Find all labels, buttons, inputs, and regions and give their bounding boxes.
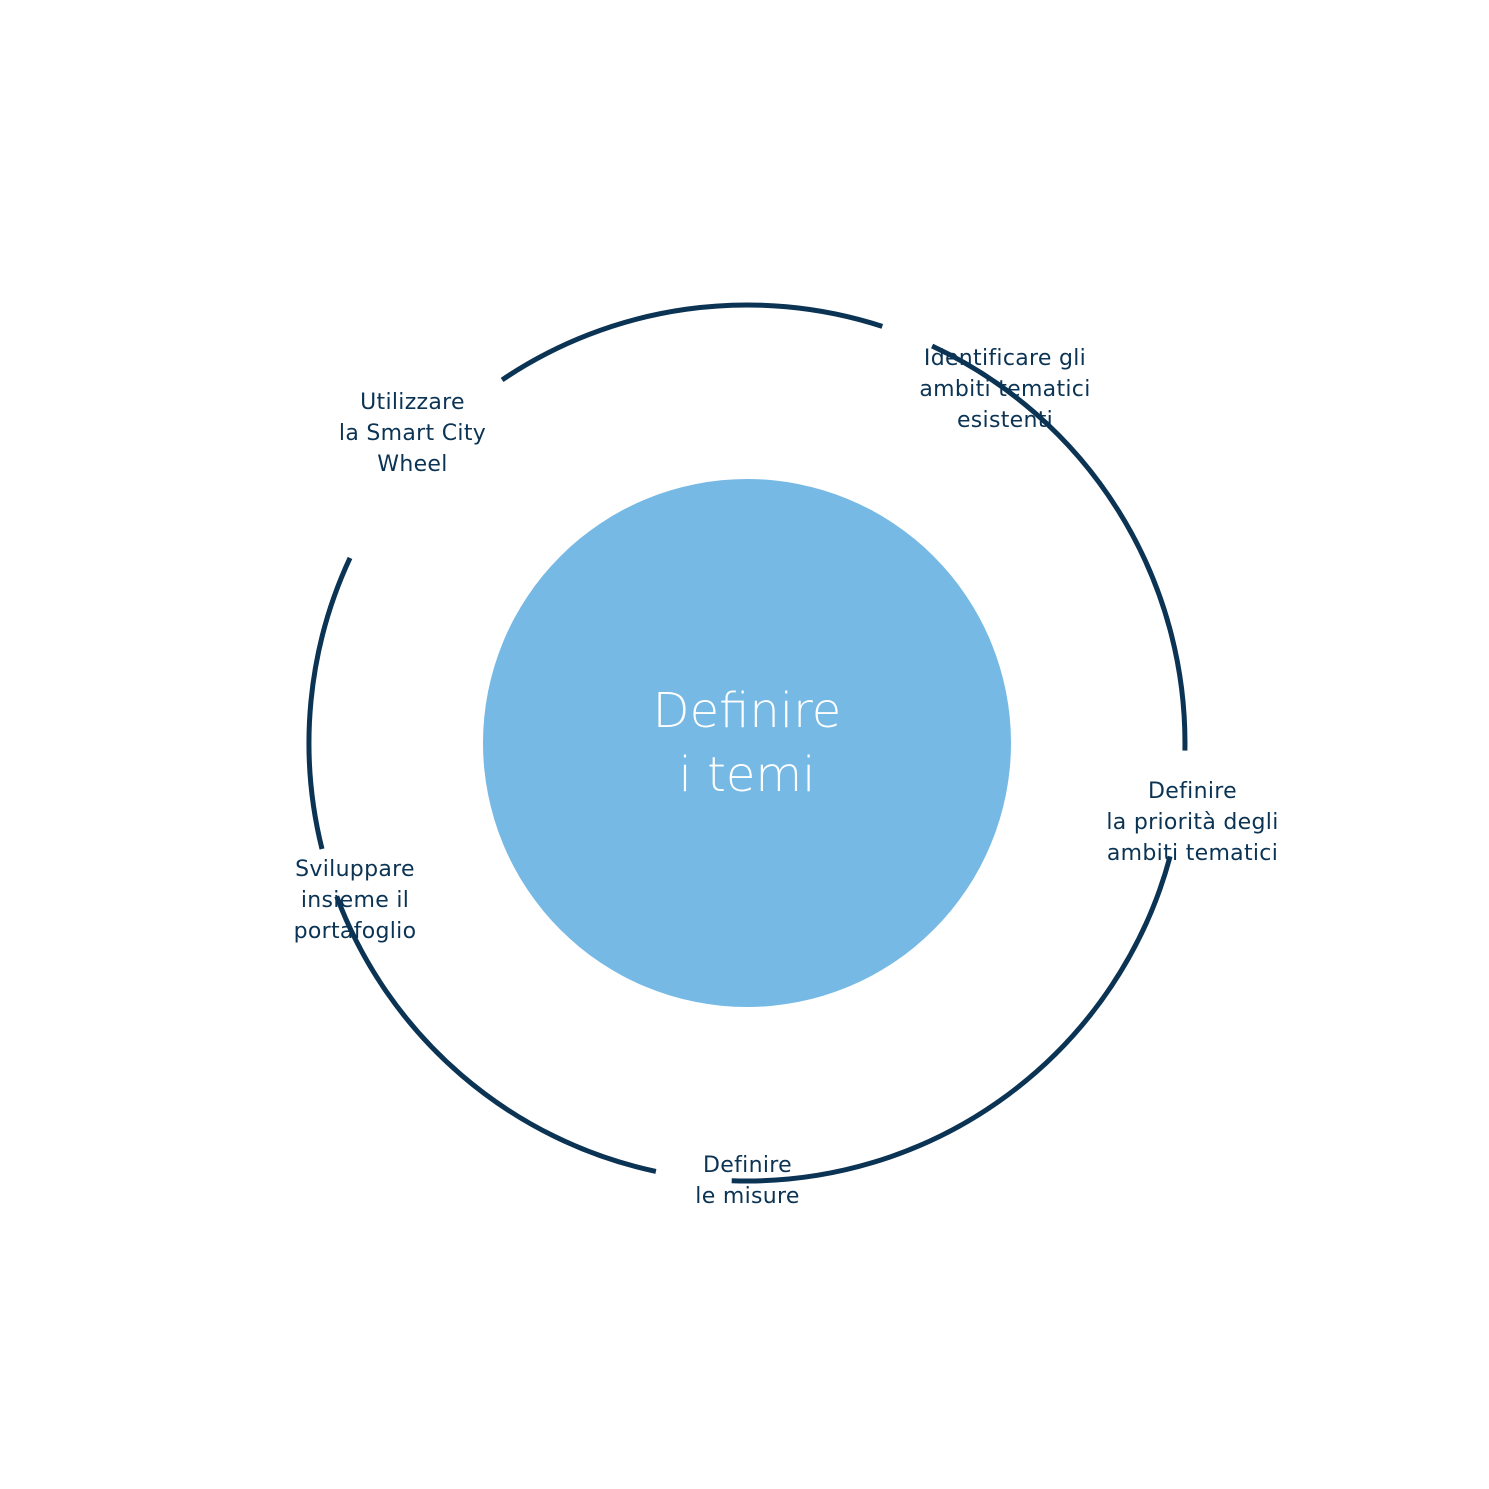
step-line: Sviluppare xyxy=(295,857,415,882)
step-use-smart-city-wheel: Utilizzare la Smart City Wheel xyxy=(290,387,535,480)
ring-arcs xyxy=(306,302,1188,1184)
step-define-measures: Definire le misure xyxy=(620,1150,875,1212)
ring-arc-4 xyxy=(306,556,353,850)
step-line: Identificare gli xyxy=(923,346,1087,371)
step-line: ambiti tematici xyxy=(1106,841,1279,866)
step-line: Definire xyxy=(703,1153,792,1178)
ring-arc-5 xyxy=(500,302,884,382)
step-line: portafoglio xyxy=(293,919,417,944)
step-line: la Smart City xyxy=(338,421,487,446)
center-circle xyxy=(483,479,1011,1007)
step-develop-portfolio: Sviluppare insieme il portafoglio xyxy=(230,854,480,947)
ring-arc-1 xyxy=(931,343,1188,751)
step-line: Utilizzare xyxy=(360,390,465,415)
step-line: Definire xyxy=(1148,779,1237,804)
step-identify-themes: Identificare gli ambiti tematici esisten… xyxy=(880,343,1130,436)
step-line: insieme il xyxy=(300,888,410,913)
center-label-line-1: Definire xyxy=(652,683,842,739)
step-line: Wheel xyxy=(377,452,448,477)
step-line: le misure xyxy=(695,1184,800,1209)
step-line: esistenti xyxy=(956,408,1054,433)
step-line: la priorità degli xyxy=(1106,810,1279,835)
ring-arc-3 xyxy=(334,895,657,1174)
center-label: Definire i temi xyxy=(482,478,1012,1008)
ring-arc-2 xyxy=(731,855,1173,1184)
center-label-line-2: i temi xyxy=(678,747,816,803)
step-prioritize-themes: Definire la priorità degli ambiti temati… xyxy=(1065,776,1320,869)
step-line: ambiti tematici xyxy=(919,377,1091,402)
